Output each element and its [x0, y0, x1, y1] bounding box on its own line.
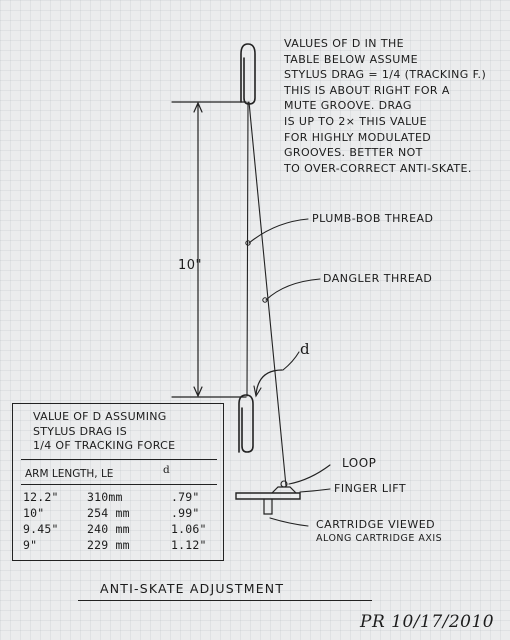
cell-arm-mm: 254 mm	[87, 506, 130, 520]
note-line-7: FOR HIGHLY MODULATED	[284, 130, 432, 144]
cartridge-body	[235, 492, 301, 500]
table-header-line-2: STYLUS DRAG IS	[33, 424, 127, 438]
stylus-drag-note: VALUES OF d IN THE TABLE BELOW ASSUME ST…	[284, 36, 506, 176]
loop-label: LOOP	[342, 456, 377, 470]
dimension-arrow-bottom	[193, 386, 203, 398]
note-line-8: GROOVES. BETTER NOT	[284, 146, 423, 160]
bottom-paper-clip	[238, 394, 254, 453]
table-row: 10" 254 mm .99"	[21, 506, 221, 520]
note-line-2: TABLE BELOW ASSUME	[284, 52, 418, 66]
column-header-arm-length: ARM LENGTH, LE	[25, 468, 114, 480]
cell-d: 1.06"	[171, 522, 207, 536]
cell-arm-mm: 240 mm	[87, 522, 130, 536]
dimension-arrow-top	[193, 101, 203, 113]
column-header-d: d	[163, 464, 170, 476]
finger-lift-leader	[299, 488, 331, 493]
cell-arm-inch: 9"	[23, 538, 38, 552]
values-table: VALUE OF d ASSUMING STYLUS DRAG IS 1/4 O…	[12, 403, 224, 561]
note-line-5: MUTE GROOVE. DRAG	[284, 99, 412, 113]
cell-arm-mm: 310mm	[87, 490, 123, 504]
height-label: 10"	[178, 258, 203, 273]
cartridge-label-line1: CARTRIDGE VIEWED	[316, 518, 436, 531]
note-line-6: IS UP TO 2× THIS VALUE	[284, 114, 427, 128]
table-row: 9.45" 240 mm 1.06"	[21, 522, 221, 536]
table-row: 9" 229 mm 1.12"	[21, 538, 221, 552]
plumb-bob-thread-label: PLUMB-BOB THREAD	[312, 212, 434, 225]
d-leader	[282, 351, 300, 371]
cell-arm-inch: 12.2"	[23, 490, 59, 504]
cell-arm-mm: 229 mm	[87, 538, 130, 552]
d-arc	[255, 369, 283, 396]
note-line-9: TO OVER-CORRECT ANTI-SKATE.	[284, 161, 472, 175]
cell-arm-inch: 10"	[23, 506, 45, 520]
cell-d: .99"	[171, 506, 200, 520]
note-line-1: VALUES OF d IN THE	[284, 37, 404, 50]
loop-circle	[280, 480, 288, 488]
cartridge-label-line2: ALONG CARTRIDGE AXIS	[316, 533, 443, 544]
cell-arm-inch: 9.45"	[23, 522, 59, 536]
d-arrow	[253, 385, 262, 398]
diagram-title: ANTI-SKATE ADJUSTMENT	[100, 581, 285, 596]
finger-lift-label: FINGER LIFT	[334, 482, 407, 495]
dangler-thread-line	[248, 101, 287, 487]
finger-lift-shape	[271, 486, 297, 494]
cell-d: .79"	[171, 490, 200, 504]
cartridge-lower	[263, 498, 273, 515]
cell-d: 1.12"	[171, 538, 207, 552]
table-row: 12.2" 310mm .79"	[21, 490, 221, 504]
loop-leader	[288, 464, 331, 485]
d-dimension-label: d	[300, 340, 311, 358]
plumb-bob-leader	[248, 218, 309, 244]
title-underline	[78, 600, 372, 601]
table-header-line-1: VALUE OF d ASSUMING	[33, 410, 167, 423]
note-line-3: STYLUS DRAG = 1/4 (TRACKING F.)	[284, 68, 487, 82]
dangler-thread-label: DANGLER THREAD	[323, 272, 433, 285]
plumb-bob-thread-line	[246, 101, 249, 397]
column-header-rule	[21, 484, 217, 485]
cartridge-leader	[269, 517, 309, 527]
table-header: VALUE OF d ASSUMING STYLUS DRAG IS 1/4 O…	[33, 410, 223, 454]
signature-date: PR 10/17/2010	[360, 612, 495, 632]
note-line-4: THIS IS ABOUT RIGHT FOR A	[284, 83, 450, 97]
dangler-leader	[265, 278, 321, 301]
table-header-rule	[21, 459, 217, 460]
table-header-line-3: 1/4 OF TRACKING FORCE	[33, 439, 176, 452]
top-paper-clip	[240, 43, 256, 105]
